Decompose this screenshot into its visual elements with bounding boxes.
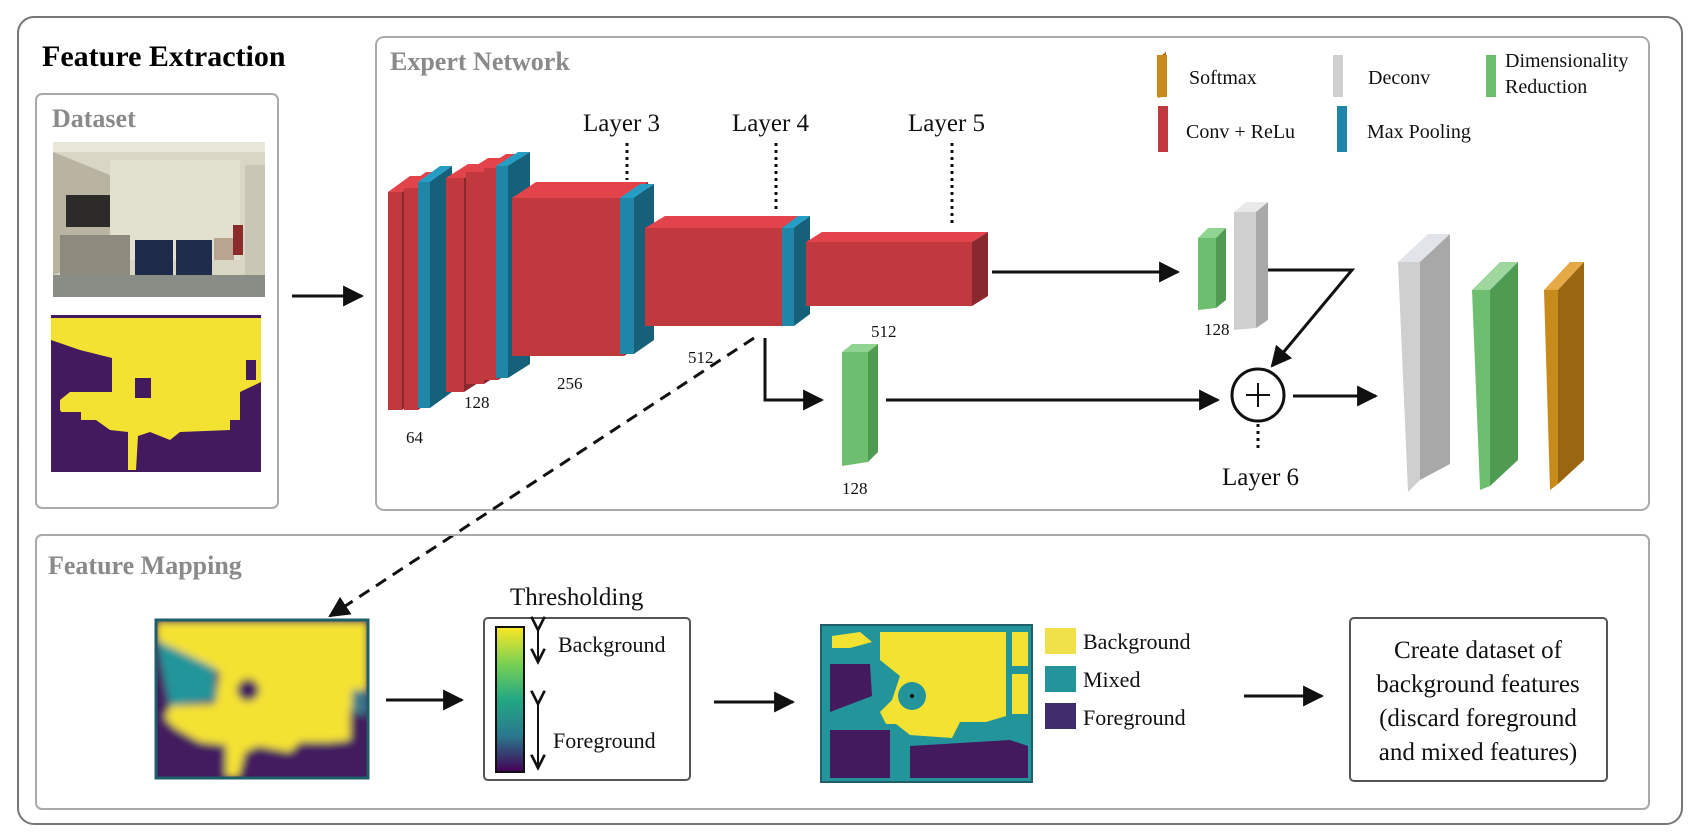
svg-text:Max Pooling: Max Pooling <box>1367 121 1471 143</box>
feature-mapping-panel <box>35 534 1650 810</box>
arrow-layer4-to-reduction <box>763 338 825 411</box>
layer-6-label: Layer 6 <box>1222 464 1299 491</box>
legend-softmax: Softmax <box>1157 52 1257 98</box>
channels-64: 64 <box>406 428 424 447</box>
legend-swatch-mixed <box>1045 666 1076 692</box>
arrow-deconv-to-sum <box>1258 268 1356 368</box>
conv-block-13 <box>690 228 738 326</box>
viridis-colorbar <box>495 626 525 773</box>
result-line-1: Create dataset of <box>1394 637 1563 664</box>
expert-network-title: Expert Network <box>390 47 570 76</box>
dataset-title: Dataset <box>52 104 136 133</box>
result-line-2: background features <box>1376 671 1579 698</box>
svg-text:Conv + ReLu: Conv + ReLu <box>1186 121 1295 143</box>
pool-block-15 <box>782 228 794 326</box>
layer-4-label: Layer 4 <box>732 110 810 137</box>
pool-block-15-top <box>782 216 810 228</box>
skip-reduction-block <box>842 344 878 466</box>
threshold-foreground-label: Foreground <box>553 728 656 753</box>
layer-3-label: Layer 3 <box>583 110 660 137</box>
sum-node <box>1230 367 1286 423</box>
legend-swatch-background <box>1045 628 1076 654</box>
pool-block-7 <box>496 166 508 378</box>
feature-map-image <box>154 618 370 780</box>
dashed-arrow-to-feature-map <box>328 336 755 618</box>
conv-block-17-top <box>860 232 934 242</box>
channels-128-a: 128 <box>464 393 490 412</box>
conv-block-8-top <box>512 182 576 198</box>
deconv-block-small <box>1234 202 1268 330</box>
pool-block-11-top <box>620 184 654 198</box>
legend-dimensionality-reduction: Dimensionality Reduction <box>1486 50 1628 98</box>
segmented-map <box>820 624 1033 783</box>
channels-512-b: 512 <box>871 322 897 341</box>
svg-text:Deconv: Deconv <box>1368 67 1430 89</box>
conv-block-9 <box>548 198 588 356</box>
conv-block-4 <box>446 178 464 392</box>
svg-text:Reduction: Reduction <box>1505 76 1587 98</box>
layer-5-label: Layer 5 <box>908 110 985 137</box>
head-softmax-block <box>1544 262 1584 490</box>
conv-block-16 <box>806 242 866 306</box>
dataset-panel <box>35 93 279 509</box>
legend-label-background: Background <box>1083 629 1191 654</box>
pool-block-7-top <box>496 152 530 166</box>
conv-block-18 <box>916 242 972 306</box>
segment-legend: Background Mixed Foreground <box>1045 628 1191 730</box>
svg-text:Softmax: Softmax <box>1189 67 1257 89</box>
legend-conv-relu: Conv + ReLu <box>1158 106 1295 152</box>
network-legend: Softmax Deconv Dimensionality Reduction … <box>1157 50 1628 152</box>
legend-label-mixed: Mixed <box>1083 667 1140 692</box>
pool-block-3 <box>418 182 430 408</box>
result-line-3: (discard foreground <box>1379 705 1577 732</box>
conv-block-14 <box>735 228 783 326</box>
conv-block-12 <box>645 228 693 326</box>
channels-512-a: 512 <box>688 348 714 367</box>
thresholding-title: Thresholding <box>510 584 644 611</box>
result-box <box>1349 617 1608 782</box>
pool-block-3-top <box>418 166 452 182</box>
svg-text:Dimensionality: Dimensionality <box>1505 50 1628 72</box>
feature-mapping-title: Feature Mapping <box>48 551 242 580</box>
threshold-background-label: Background <box>558 632 666 657</box>
segmentation-mask <box>51 315 261 472</box>
conv-block-9-top <box>548 182 612 198</box>
channels-128-b: 128 <box>1204 320 1230 339</box>
legend-swatch-foreground <box>1045 703 1076 729</box>
channels-256: 256 <box>557 374 583 393</box>
head-deconv-block <box>1398 234 1450 492</box>
conv-block-8 <box>512 198 552 356</box>
legend-deconv: Deconv <box>1333 55 1430 97</box>
conv-block-16-top <box>806 232 882 242</box>
conv-block-17 <box>860 242 918 306</box>
pool-block-11 <box>620 198 634 354</box>
expert-network-panel <box>375 36 1650 511</box>
room-photo <box>53 142 265 297</box>
conv-block-10-top <box>584 182 648 198</box>
conv-block-6 <box>484 168 498 380</box>
reduction-block-small <box>1198 228 1226 310</box>
result-line-4: and mixed features) <box>1379 739 1578 766</box>
encoder-blocks <box>388 152 988 410</box>
channels-128-c: 128 <box>842 479 868 498</box>
head-reduction-block <box>1472 262 1518 490</box>
outer-frame <box>17 16 1683 825</box>
legend-max-pooling: Max Pooling <box>1337 106 1471 152</box>
conv-block-18-top <box>916 232 988 242</box>
conv-block-1 <box>388 192 402 410</box>
conv-block-18-side <box>972 232 988 306</box>
conv-block-10 <box>584 198 624 356</box>
conv-block-2 <box>404 188 418 410</box>
legend-label-foreground: Foreground <box>1083 705 1186 730</box>
conv-block-5 <box>466 172 484 384</box>
page-title: Feature Extraction <box>42 40 286 73</box>
